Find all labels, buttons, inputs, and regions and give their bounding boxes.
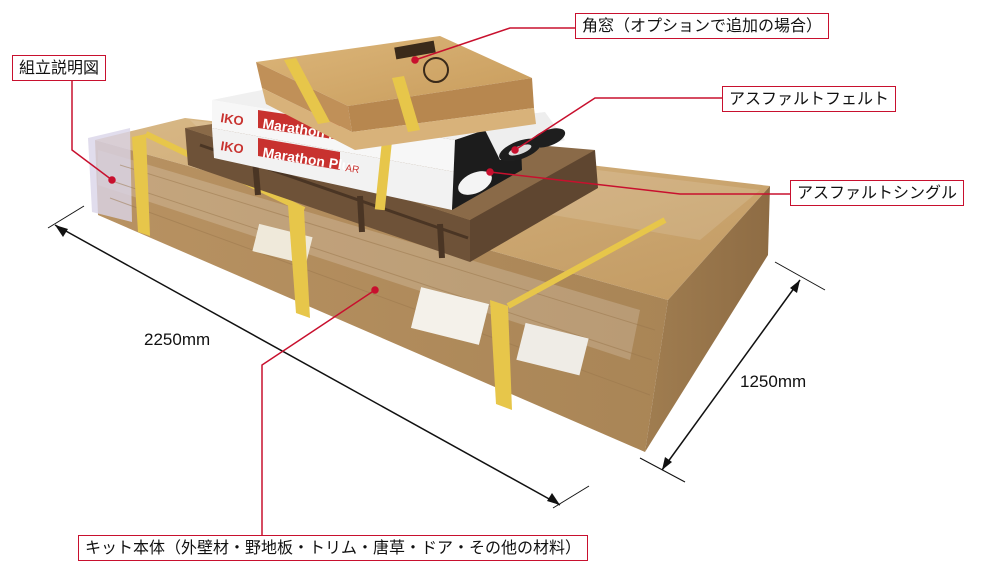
strap-top-2 bbox=[506, 217, 667, 309]
width-arrow-line bbox=[661, 279, 801, 471]
width-arrow-head-1 bbox=[790, 280, 800, 293]
leader-manual bbox=[71, 80, 113, 181]
box-brand-1: IKO bbox=[220, 110, 245, 128]
leader-shingle bbox=[489, 171, 790, 195]
strap-window-2 bbox=[392, 76, 420, 132]
dimension-length-text: 2250mm bbox=[144, 330, 211, 349]
callout-kadomado: 角窓（オプションで追加の場合） bbox=[575, 13, 830, 39]
pallet-side bbox=[470, 150, 598, 262]
strap-window-1 bbox=[284, 58, 330, 124]
shingle-roll-end bbox=[458, 171, 492, 195]
window-print-block bbox=[394, 40, 436, 60]
dimension-length bbox=[47, 205, 590, 509]
iko-band-1 bbox=[258, 110, 340, 140]
width-arrow-head-2 bbox=[662, 457, 672, 470]
strap-right bbox=[490, 300, 512, 410]
callout-manual: 組立説明図 bbox=[12, 55, 107, 81]
dimension-width-text: 1250mm bbox=[740, 372, 807, 391]
box-label-2 bbox=[516, 322, 589, 376]
callout-kit: キット本体（外壁材・野地板・トリム・唐草・ドア・その他の材料） bbox=[78, 535, 589, 561]
window-side bbox=[348, 78, 534, 132]
strap-left bbox=[132, 134, 150, 236]
leader-kadomado bbox=[414, 27, 575, 61]
iko-band-2 bbox=[258, 138, 340, 170]
dimension-width bbox=[639, 261, 826, 483]
window-box bbox=[256, 36, 536, 150]
length-arrow-line bbox=[54, 224, 561, 506]
length-arrow-head-2 bbox=[547, 493, 560, 505]
wrap-end bbox=[88, 128, 132, 222]
leader-felt bbox=[514, 97, 722, 151]
kit-front-face bbox=[95, 140, 668, 452]
leader-kit bbox=[261, 289, 376, 545]
box-label-1 bbox=[410, 287, 490, 345]
box-brand-2: IKO bbox=[220, 138, 245, 156]
callout-shingle: アスファルトシングル bbox=[790, 180, 965, 206]
window-lower-box bbox=[262, 88, 536, 150]
window-print-circle bbox=[423, 57, 449, 83]
callout-felt: アスファルトフェルト bbox=[722, 86, 897, 112]
length-arrow-head-1 bbox=[55, 225, 68, 237]
strap-mid bbox=[288, 205, 310, 318]
box-suffix-2: AR bbox=[345, 163, 360, 176]
felt-roll-2 bbox=[530, 128, 566, 148]
callout-lines bbox=[71, 27, 790, 545]
kit-side-face bbox=[645, 186, 770, 452]
